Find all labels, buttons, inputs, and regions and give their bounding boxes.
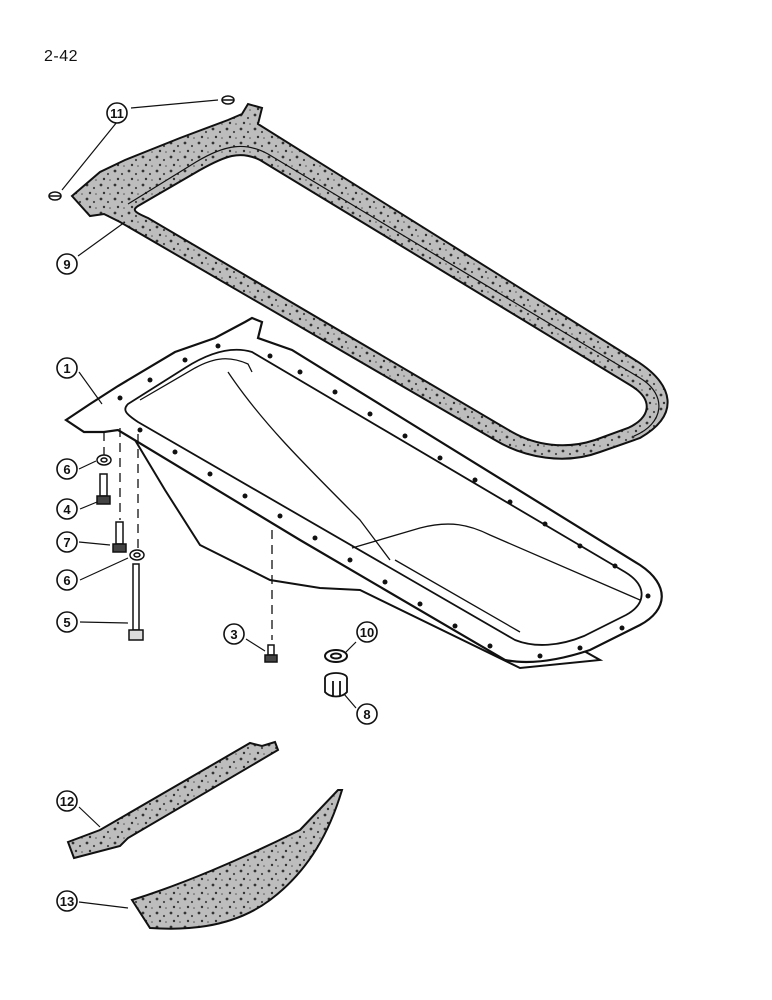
callout-5-circle [56,611,78,633]
callout-4-circle [56,498,78,520]
callouts [56,102,378,912]
callout-13-circle [56,890,78,912]
bolt-short [96,473,111,505]
rear-seal-straight [66,740,280,860]
front-seal-curved [130,789,344,930]
callout-10-circle [356,621,378,643]
callout-3-label: 3 [230,627,237,642]
callout-6a-circle [56,458,78,480]
callout-6b-circle [56,569,78,591]
callout-10-label: 10 [360,625,374,640]
callout-12-label: 12 [60,794,74,809]
callout-1-circle [56,357,78,379]
callout-8-label: 8 [363,707,370,722]
washer-upper [96,454,112,466]
callout-labels: 11 9 1 6 4 7 6 5 3 10 8 12 13 [60,106,374,909]
leader-lines [61,99,357,909]
oil-pan [64,316,663,670]
callout-6b-label: 6 [63,573,70,588]
callout-4-label: 4 [63,502,71,517]
callout-11-circle [106,102,128,124]
bolt-small [264,644,278,663]
drain-plug [324,672,348,698]
callout-9-circle [56,253,78,275]
callout-11-label: 11 [110,106,124,121]
drain-plug-washer [324,649,348,663]
callout-9-label: 9 [63,257,70,272]
callout-8-circle [356,703,378,725]
callout-12-circle [56,790,78,812]
oil-pan-gasket [70,102,669,460]
dowel-upper [221,95,235,105]
bolt-long [128,563,144,641]
callout-3-circle [223,623,245,645]
callout-7-label: 7 [63,535,70,550]
page-number: 2-42 [44,48,79,65]
callout-5-label: 5 [63,615,70,630]
callout-7-circle [56,531,78,553]
callout-6a-label: 6 [63,462,70,477]
washer-lower [129,549,145,561]
callout-13-label: 13 [60,894,74,909]
dowel-lower [48,191,62,201]
bolt-medium [112,521,127,553]
callout-1-label: 1 [63,361,70,376]
